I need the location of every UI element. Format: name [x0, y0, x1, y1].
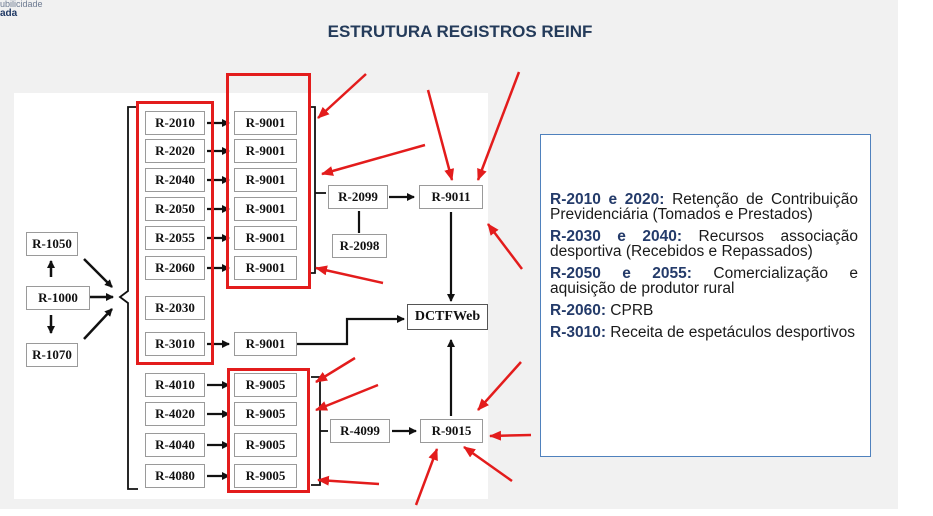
node-r4010: R-4010 [145, 373, 205, 397]
node-r4040: R-4040 [145, 433, 205, 457]
node-r3010: R-3010 [145, 332, 205, 356]
info-item: R-2050 e 2055: Comercialização e aquisiç… [550, 265, 858, 297]
company-logo: ubilicidade ada [0, 0, 43, 19]
node-r4080: R-4080 [145, 464, 205, 488]
node-r1000: R-1000 [26, 286, 90, 310]
node-r9005: R-9005 [234, 464, 297, 488]
info-desc: Recursos associação desportiva (Recebido… [550, 228, 858, 260]
info-label: R-2030 e 2040: [550, 228, 683, 245]
registry-diagram: R-1050 R-1000 R-1070 R-2010 R-2020 R-204… [14, 73, 488, 499]
node-r1070: R-1070 [26, 343, 78, 367]
info-item: R-3010: Receita de espetáculos desportiv… [550, 324, 858, 341]
node-r2030: R-2030 [145, 296, 205, 320]
highlight-9005-group [227, 368, 310, 493]
node-r2098: R-2098 [332, 234, 387, 258]
node-r2055: R-2055 [145, 226, 205, 250]
node-r2099: R-2099 [328, 185, 388, 209]
highlight-9001-group [226, 73, 311, 289]
info-desc: Retenção de Contribuição Previdenciária … [550, 191, 858, 223]
node-r9001: R-9001 [234, 197, 297, 221]
node-r4020: R-4020 [145, 402, 205, 426]
info-item: R-2010 e 2020: Retenção de Contribuição … [550, 191, 858, 223]
node-r9005: R-9005 [234, 402, 297, 426]
node-r9005: R-9005 [234, 433, 297, 457]
logo-line-2: ada [0, 8, 18, 19]
info-item: R-2060: CPRB [550, 302, 858, 319]
group-bracket [118, 106, 138, 490]
info-label: R-3010: [550, 324, 606, 341]
node-r9001: R-9001 [234, 256, 297, 280]
node-r2050: R-2050 [145, 197, 205, 221]
node-r9001: R-9001 [234, 139, 297, 163]
arrow-1050-to-group [83, 258, 113, 288]
info-label: R-2050 e 2055: [550, 265, 692, 282]
info-text: R-2010 e 2020: Retenção de Contribuição … [550, 192, 858, 347]
node-r9011: R-9011 [419, 185, 483, 209]
node-r9001: R-9001 [234, 111, 297, 135]
bracket-9001 [309, 106, 316, 274]
node-r2010: R-2010 [145, 111, 205, 135]
node-r2040: R-2040 [145, 168, 205, 192]
info-box: R-2010 e 2020: Retenção de Contribuição … [540, 134, 871, 457]
info-label: R-2060: [550, 302, 606, 319]
arrow-9001-to-dctf [297, 315, 405, 346]
node-r9005: R-9005 [234, 373, 297, 397]
node-r2060: R-2060 [145, 256, 205, 280]
highlight-20xx-group [136, 101, 214, 365]
info-desc: CPRB [606, 302, 654, 319]
info-label: R-2010 e 2020: [550, 191, 665, 208]
node-r2020: R-2020 [145, 139, 205, 163]
info-desc: Receita de espetáculos desportivos [606, 324, 856, 341]
arrow-1070-to-group [83, 308, 113, 340]
node-r1050: R-1050 [26, 232, 78, 256]
node-r9001: R-9001 [234, 332, 297, 356]
info-item: R-2030 e 2040: Recursos associação despo… [550, 228, 858, 260]
node-dctfweb: DCTFWeb [407, 304, 488, 330]
node-r9015: R-9015 [420, 419, 483, 443]
slide-title: ESTRUTURA REGISTROS REINF [327, 22, 593, 41]
info-desc: Comercialização e aquisição de produtor … [550, 265, 858, 297]
node-r4099: R-4099 [330, 419, 390, 443]
logo-line-1: ubilicidade [0, 0, 43, 9]
node-r9001: R-9001 [234, 226, 297, 250]
node-r9001: R-9001 [234, 168, 297, 192]
